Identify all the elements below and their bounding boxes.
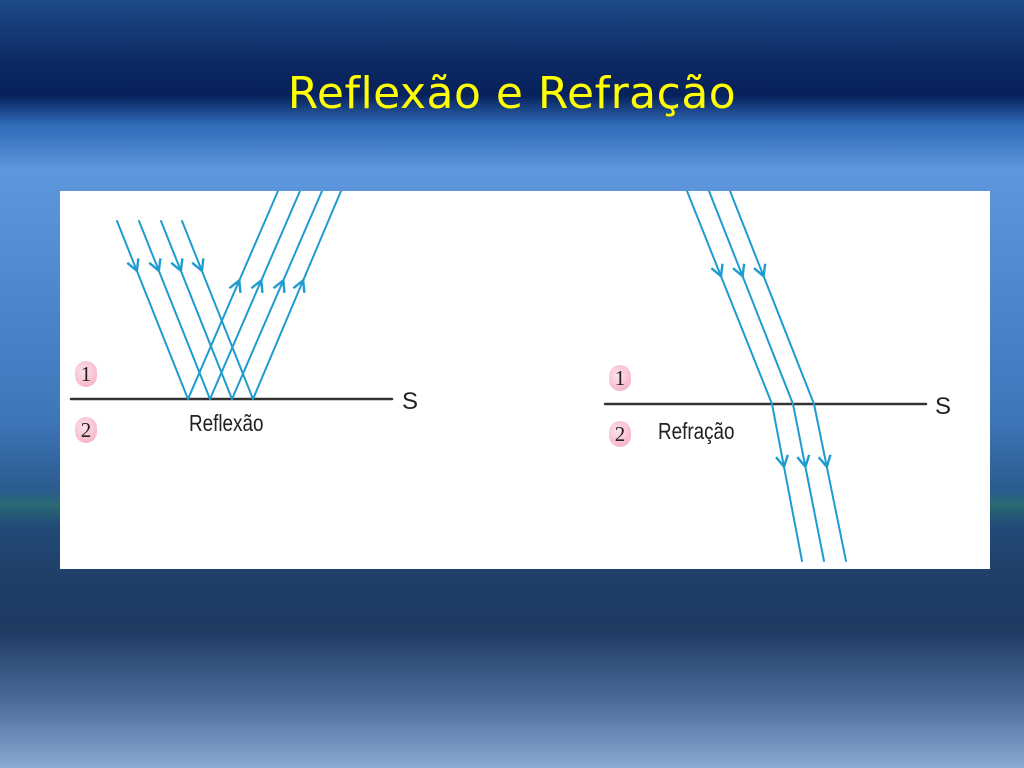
refracted-arrow [817, 454, 832, 470]
refraction-diagram [603, 191, 928, 562]
refracted-arrow [775, 454, 789, 470]
figure-panel: 1 2 Reflexão S 1 2 Refração S [60, 191, 990, 569]
slide-title: Reflexão e Refração [287, 68, 737, 119]
refraction-surface-label: S [935, 393, 952, 420]
reflection-medium-2-badge: 2 [75, 417, 97, 443]
optics-diagram [69, 191, 928, 562]
reflected-arrow [228, 278, 242, 294]
reflected-ray [231, 191, 323, 400]
reflected-arrow [292, 278, 306, 294]
refraction-label: Refração [658, 418, 735, 444]
incident-arrow [710, 263, 724, 279]
incident-arrow [732, 263, 746, 279]
reflected-arrow [272, 278, 286, 294]
refraction-medium-1-badge: 1 [609, 365, 631, 391]
reflected-ray [187, 191, 279, 400]
incident-arrow [191, 258, 205, 274]
incident-arrow [126, 258, 140, 274]
reflection-diagram [69, 191, 394, 401]
refracted-ray [813, 403, 847, 562]
incident-arrow [753, 263, 767, 279]
refracted-ray [771, 403, 803, 562]
incident-ray [729, 191, 815, 405]
incident-ray [116, 220, 189, 400]
reflection-surface-label: S [402, 388, 419, 415]
refracted-ray [792, 403, 825, 562]
reflected-ray [209, 191, 301, 400]
reflected-ray [252, 191, 342, 400]
reflection-medium-1-badge: 1 [75, 361, 97, 387]
incident-ray [160, 220, 233, 400]
reflected-arrow [250, 278, 264, 294]
incident-ray [686, 191, 773, 405]
incident-arrow [148, 258, 162, 274]
incident-arrow [170, 258, 184, 274]
incident-ray [138, 220, 211, 400]
incident-ray [708, 191, 794, 405]
reflection-label: Reflexão [189, 410, 264, 436]
refracted-arrow [796, 454, 811, 470]
refraction-medium-2-badge: 2 [609, 421, 631, 447]
incident-ray [181, 220, 254, 400]
